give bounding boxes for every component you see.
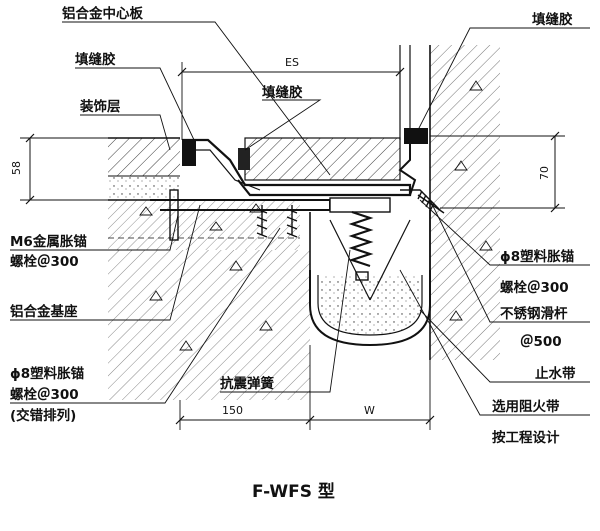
label-center-plate: 铝合金中心板 bbox=[62, 5, 143, 22]
left-wall-mass bbox=[108, 250, 310, 400]
dim-es: ES bbox=[285, 56, 299, 69]
label-fire-barrier-1: 选用阻火带 bbox=[492, 398, 560, 415]
label-plastic-anchor-left-3: (交错排列) bbox=[10, 407, 76, 424]
dim-w: W bbox=[364, 404, 375, 417]
left-screed bbox=[108, 175, 180, 200]
dimension-es bbox=[177, 62, 405, 140]
aluminum-center-plate bbox=[182, 137, 412, 197]
label-base-seat: 铝合金基座 bbox=[10, 303, 78, 320]
anchor-bolts bbox=[256, 190, 445, 238]
dimension-58 bbox=[20, 133, 108, 205]
label-m6-anchor-2: 螺栓＠300 bbox=[10, 253, 79, 270]
label-plastic-anchor-left-1: ϕ8塑料胀锚 bbox=[10, 365, 85, 382]
label-water-stop: 止水带 bbox=[535, 365, 576, 382]
leader-lines bbox=[10, 21, 590, 416]
dimension-70 bbox=[430, 131, 565, 213]
dim-58: 58 bbox=[10, 161, 23, 175]
label-decor-layer: 装饰层 bbox=[79, 98, 121, 115]
label-filler-left: 填缝胶 bbox=[75, 51, 116, 68]
label-stainless-rod-1: 不锈钢滑杆 bbox=[500, 305, 568, 322]
label-fire-barrier-2: 按工程设计 bbox=[492, 429, 560, 446]
label-plastic-anchor-right-1: ϕ8塑料胀锚 bbox=[500, 248, 575, 265]
dimension-bottom bbox=[175, 345, 435, 430]
left-concrete-slab bbox=[108, 199, 330, 250]
filler-glue-blocks bbox=[182, 128, 428, 170]
diagram-title: F-WFS 型 bbox=[252, 481, 335, 502]
dim-150: 150 bbox=[222, 404, 243, 417]
label-plastic-anchor-left-2: 螺栓＠300 bbox=[10, 386, 79, 403]
label-plastic-anchor-right-2: 螺栓＠300 bbox=[500, 279, 569, 296]
label-m6-anchor-1: M6金属胀锚 bbox=[10, 233, 87, 250]
dim-70: 70 bbox=[538, 166, 551, 180]
label-filler-middle: 填缝胶 bbox=[262, 84, 303, 101]
left-decor-layer bbox=[108, 137, 180, 176]
label-filler-right: 填缝胶 bbox=[532, 11, 573, 28]
label-stainless-rod-2: ＠500 bbox=[520, 333, 562, 350]
label-seismic-spring: 抗震弹簧 bbox=[220, 375, 274, 392]
